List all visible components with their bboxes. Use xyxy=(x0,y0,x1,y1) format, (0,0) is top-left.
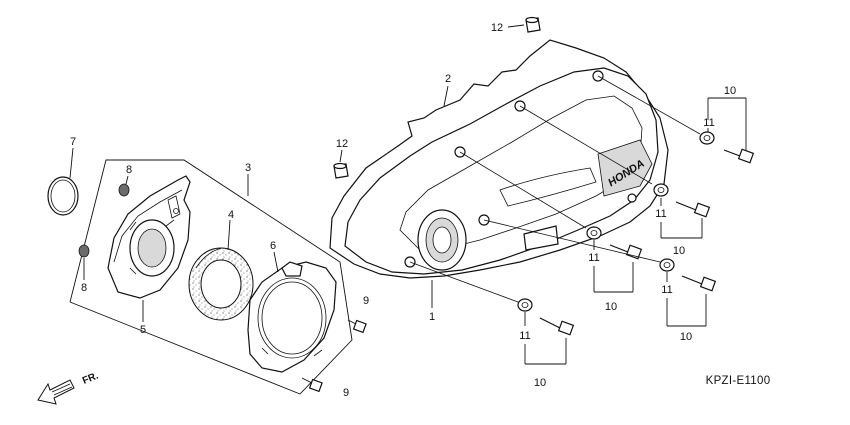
duct-cover-part xyxy=(107,175,191,299)
bolt-part-9-lower xyxy=(301,377,323,393)
bolt-part-9-upper xyxy=(347,319,367,334)
callout-4: 4 xyxy=(228,209,234,221)
bolt-set-1 xyxy=(699,131,755,164)
direction-arrow-icon xyxy=(37,379,75,405)
callout-11-c: 11 xyxy=(588,252,599,264)
callout-10-d: 10 xyxy=(680,331,692,343)
o-ring-part xyxy=(47,176,79,216)
assembly-frame xyxy=(69,159,353,395)
callout-1: 1 xyxy=(429,311,435,323)
callout-9-upper: 9 xyxy=(363,295,369,307)
callout-5: 5 xyxy=(140,324,146,336)
leader-lines xyxy=(69,24,747,365)
callout-3: 3 xyxy=(245,162,251,174)
callout-7: 7 xyxy=(70,136,76,148)
bolt-set-4 xyxy=(659,258,717,292)
seal-part-lower xyxy=(78,244,90,258)
callout-10-a: 10 xyxy=(724,85,736,97)
callout-12-upper: 12 xyxy=(491,22,503,34)
dowel-part-12-lower xyxy=(333,162,349,179)
crankcase-cover-part: HONDA xyxy=(329,39,669,279)
dowel-part-12-upper xyxy=(525,16,541,33)
bolt-set-3 xyxy=(586,226,643,260)
callout-11-b: 11 xyxy=(655,208,666,220)
callout-6: 6 xyxy=(270,240,276,252)
callout-11-a: 11 xyxy=(703,117,714,129)
outer-plate-part xyxy=(247,261,337,373)
callout-labels: 1 2 3 4 5 6 7 8 8 9 9 10 11 11 10 11 10 … xyxy=(70,22,736,399)
diagram-code: KPZI-E1100 xyxy=(706,375,771,387)
front-direction-indicator: FR. xyxy=(37,370,100,405)
callout-8-lower: 8 xyxy=(81,282,87,294)
callout-10-e: 10 xyxy=(534,377,546,389)
filter-ring-part xyxy=(188,247,254,321)
seal-part-upper xyxy=(118,183,130,197)
callout-2: 2 xyxy=(445,73,451,85)
callout-12-lower: 12 xyxy=(336,138,348,150)
callout-11-e: 11 xyxy=(519,330,530,342)
callout-10-b: 10 xyxy=(673,245,685,257)
direction-label: FR. xyxy=(81,370,100,386)
callout-9-lower: 9 xyxy=(343,387,349,399)
bolt-set-5 xyxy=(517,298,575,336)
callout-11-d: 11 xyxy=(661,284,672,296)
callout-10-c: 10 xyxy=(605,301,617,313)
bolt-set-2 xyxy=(653,183,711,218)
callout-8-upper: 8 xyxy=(126,164,132,176)
